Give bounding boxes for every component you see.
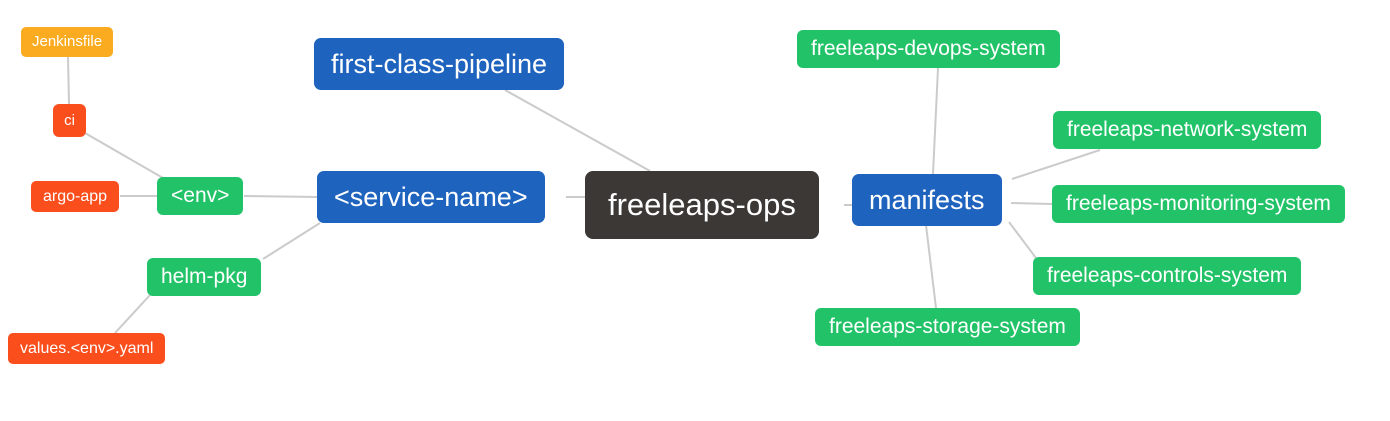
edge-manifests-devops-system [932,67,939,175]
edge-jenkinsfile-ci [67,56,70,105]
node-freeleaps-devops-system[interactable]: freeleaps-devops-system [797,30,1060,68]
edge-manifests-monitoring-system [1010,202,1053,205]
edge-ci-env [84,132,164,179]
node-helm-pkg[interactable]: helm-pkg [147,258,262,296]
node-first-class-pipeline[interactable]: first-class-pipeline [314,38,565,90]
node-values-env-yaml[interactable]: values.<env>.yaml [8,333,166,364]
edge-helm-pkg-service-name [262,222,321,260]
node-freeleaps-controls-system[interactable]: freeleaps-controls-system [1033,257,1302,295]
node-freeleaps-ops-root[interactable]: freeleaps-ops [585,171,819,239]
edge-env-service-name [243,195,318,198]
edge-values-helm-pkg [114,294,151,334]
node-manifests[interactable]: manifests [852,174,1002,226]
node-freeleaps-monitoring-system[interactable]: freeleaps-monitoring-system [1052,185,1345,223]
node-ci[interactable]: ci [53,104,86,137]
edge-manifests-controls-system [1008,221,1037,259]
node-freeleaps-network-system[interactable]: freeleaps-network-system [1053,111,1322,149]
node-jenkinsfile[interactable]: Jenkinsfile [21,27,114,57]
edge-manifests-network-system [1011,149,1101,180]
node-argo-app[interactable]: argo-app [31,181,120,212]
node-env[interactable]: <env> [157,177,244,215]
edge-first-class-pipeline-root [504,89,651,172]
node-freeleaps-storage-system[interactable]: freeleaps-storage-system [815,308,1080,346]
edge-manifests-storage-system [925,224,937,309]
node-service-name[interactable]: <service-name> [317,171,545,223]
